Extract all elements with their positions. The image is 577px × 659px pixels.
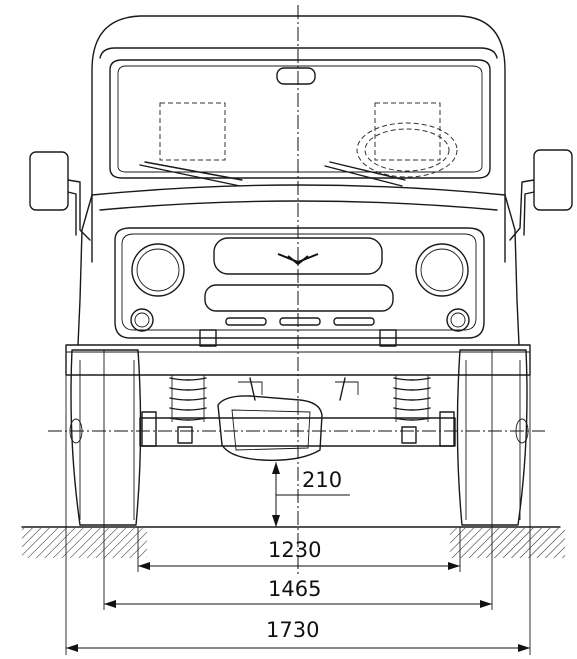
cab-body bbox=[77, 15, 520, 346]
track-inner-dimension bbox=[138, 562, 460, 570]
left-mirror bbox=[29, 151, 91, 241]
ground-clearance-label: 210 bbox=[302, 468, 342, 492]
right-wheel bbox=[456, 349, 529, 527]
track-label: 1465 bbox=[268, 577, 321, 601]
right-mirror bbox=[509, 149, 573, 241]
left-spring bbox=[169, 375, 207, 422]
front-panel bbox=[114, 227, 485, 339]
overall-width-dimension bbox=[66, 644, 530, 652]
ground-clearance-dimension bbox=[272, 462, 350, 527]
left-wheel bbox=[69, 349, 142, 527]
track-inner-label: 1230 bbox=[268, 538, 321, 562]
ground bbox=[21, 526, 565, 558]
right-spring bbox=[393, 375, 431, 422]
overall-width-label: 1730 bbox=[266, 618, 319, 642]
track-dimension bbox=[104, 600, 492, 608]
dimension-extension-lines bbox=[65, 375, 531, 655]
front-axle bbox=[139, 377, 456, 461]
